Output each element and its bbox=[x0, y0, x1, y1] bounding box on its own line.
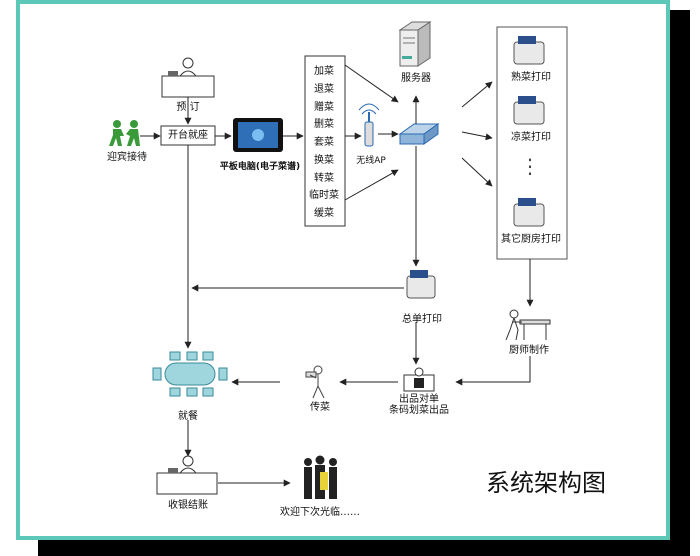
menu-op-item: 套菜 bbox=[314, 137, 334, 149]
checkout-label-1: 出品对单 bbox=[399, 394, 439, 405]
ellipsis-mark: ⋮ bbox=[520, 154, 540, 178]
server-icon bbox=[398, 21, 432, 67]
menu-ops-list: 加菜退菜赠菜删菜套菜换菜转菜临时菜缓菜 bbox=[305, 62, 345, 222]
greeting-label: 迎宾接待 bbox=[107, 152, 147, 163]
wireless-ap-label: 无线AP bbox=[356, 156, 386, 166]
tablet-label: 平板电脑(电子菜谱) bbox=[219, 162, 301, 172]
checkout-label-2: 条码划菜出品 bbox=[389, 405, 449, 416]
menu-op-item: 换菜 bbox=[314, 154, 334, 166]
other-print-label: 其它厨房打印 bbox=[501, 234, 561, 245]
open-table-label: 开台就座 bbox=[168, 130, 208, 141]
guests-leaving-icon bbox=[304, 455, 337, 499]
serve-label: 传菜 bbox=[310, 402, 330, 413]
dining-table-icon bbox=[152, 351, 228, 397]
cold-print-label: 凉菜打印 bbox=[511, 132, 551, 143]
reservation-label: 预 订 bbox=[176, 102, 200, 113]
chef-icon bbox=[505, 309, 551, 341]
menu-op-item: 缓菜 bbox=[314, 208, 334, 220]
master-print-label: 总单打印 bbox=[402, 314, 442, 325]
farewell-label: 欢迎下次光临…… bbox=[280, 507, 360, 518]
menu-op-item: 临时菜 bbox=[309, 190, 339, 202]
server-person-icon bbox=[305, 365, 325, 399]
menu-op-item: 赠菜 bbox=[314, 101, 334, 113]
server-label: 服务器 bbox=[401, 73, 431, 84]
tablet-icon bbox=[233, 118, 283, 152]
barcode-checkout-icon bbox=[403, 367, 435, 392]
wireless-ap-icon bbox=[358, 103, 380, 147]
cashier-label: 收银结账 bbox=[168, 500, 208, 511]
connectors bbox=[140, 64, 534, 487]
menu-op-item: 转菜 bbox=[314, 172, 334, 184]
chef-label: 厨师制作 bbox=[509, 345, 549, 356]
menu-ops-box bbox=[304, 55, 346, 227]
other-printer-icon bbox=[513, 198, 545, 227]
dining-label: 就餐 bbox=[178, 411, 198, 422]
menu-op-item: 加菜 bbox=[314, 66, 334, 77]
master-printer-icon bbox=[406, 270, 436, 299]
menu-op-item: 删菜 bbox=[314, 119, 334, 131]
hot-print-label: 熟菜打印 bbox=[511, 72, 551, 83]
greeting-icon bbox=[109, 120, 140, 146]
hot-printer-icon bbox=[513, 36, 545, 65]
diagram-title: 系统架构图 bbox=[486, 469, 606, 497]
switch-icon bbox=[398, 123, 440, 145]
cold-printer-icon bbox=[513, 96, 545, 125]
menu-op-item: 退菜 bbox=[314, 83, 334, 95]
